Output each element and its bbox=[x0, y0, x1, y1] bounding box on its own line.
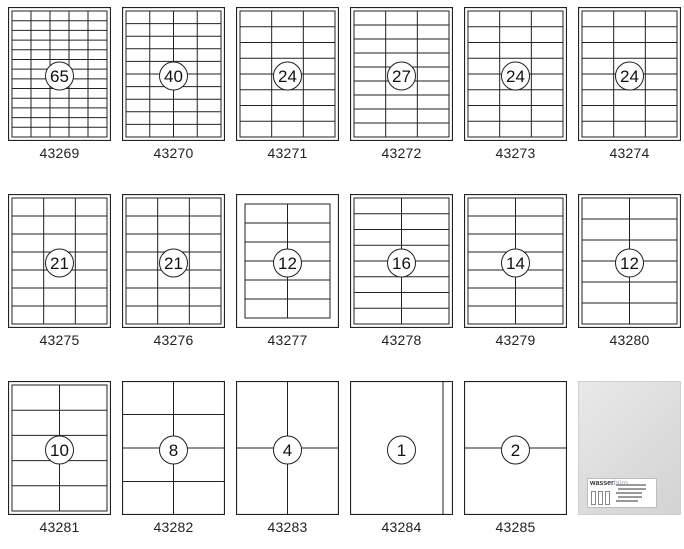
article-number: 43271 bbox=[236, 145, 339, 161]
label-count: 1 bbox=[397, 441, 406, 460]
label-sheet-diagram: 14 bbox=[464, 194, 567, 328]
label-sheet-diagram: 21 bbox=[8, 194, 111, 328]
article-number: 43283 bbox=[236, 519, 339, 535]
article-number: 43281 bbox=[8, 519, 111, 535]
label-count: 12 bbox=[620, 254, 639, 273]
article-number: 43284 bbox=[350, 519, 453, 535]
brand-main: wasser bbox=[590, 480, 614, 487]
label-sheet-diagram: 2 bbox=[464, 381, 567, 515]
label-sheet-diagram: 24 bbox=[464, 7, 567, 141]
article-number: 43279 bbox=[464, 332, 567, 348]
label-sheet-diagram: 21 bbox=[122, 194, 225, 328]
label-count: 21 bbox=[50, 254, 69, 273]
package-grid-mark bbox=[591, 491, 596, 505]
label-sheet-diagram: 1 bbox=[350, 381, 453, 515]
label-count: 4 bbox=[283, 441, 292, 460]
package-text-line bbox=[616, 492, 642, 494]
label-sheet-diagram: 10 bbox=[8, 381, 111, 515]
article-number: 43269 bbox=[8, 145, 111, 161]
package-image: wasserbüro bbox=[578, 381, 681, 515]
article-number: 43276 bbox=[122, 332, 225, 348]
article-number: 43274 bbox=[578, 145, 681, 161]
label-sheet-diagram: 12 bbox=[236, 194, 339, 328]
label-count: 21 bbox=[164, 254, 183, 273]
label-count: 24 bbox=[278, 67, 297, 86]
package-text-line bbox=[618, 496, 642, 498]
package-grid-mark bbox=[598, 491, 603, 505]
package-text-line bbox=[618, 488, 646, 490]
label-sheet-diagram: 24 bbox=[236, 7, 339, 141]
article-number: 43282 bbox=[122, 519, 225, 535]
article-number: 43272 bbox=[350, 145, 453, 161]
label-sheet-diagram: 27 bbox=[350, 7, 453, 141]
label-count: 8 bbox=[169, 441, 178, 460]
label-count: 16 bbox=[392, 254, 411, 273]
package-text-line bbox=[616, 500, 638, 502]
label-count: 14 bbox=[506, 254, 525, 273]
label-count: 24 bbox=[620, 67, 639, 86]
label-count: 2 bbox=[511, 441, 520, 460]
label-count: 10 bbox=[50, 441, 69, 460]
label-count: 27 bbox=[392, 67, 411, 86]
label-count: 65 bbox=[50, 67, 69, 86]
article-number: 43278 bbox=[350, 332, 453, 348]
label-count: 40 bbox=[164, 67, 183, 86]
article-number: 43270 bbox=[122, 145, 225, 161]
label-sheet-diagram: 24 bbox=[578, 7, 681, 141]
article-number: 43275 bbox=[8, 332, 111, 348]
article-number: 43277 bbox=[236, 332, 339, 348]
article-number: 43285 bbox=[464, 519, 567, 535]
label-sheet-diagram: 16 bbox=[350, 194, 453, 328]
article-number: 43273 bbox=[464, 145, 567, 161]
package-text-line bbox=[616, 484, 646, 486]
article-number: 43280 bbox=[578, 332, 681, 348]
label-count: 24 bbox=[506, 67, 525, 86]
label-sheet-diagram: 65 bbox=[8, 7, 111, 141]
package-label-card: wasserbüro bbox=[587, 478, 657, 508]
label-count: 12 bbox=[278, 254, 297, 273]
label-sheet-diagram: 12 bbox=[578, 194, 681, 328]
label-sheet-diagram: 40 bbox=[122, 7, 225, 141]
label-sheet-diagram: 4 bbox=[236, 381, 339, 515]
label-sheet-diagram: 8 bbox=[122, 381, 225, 515]
package-grid-mark bbox=[605, 491, 610, 505]
